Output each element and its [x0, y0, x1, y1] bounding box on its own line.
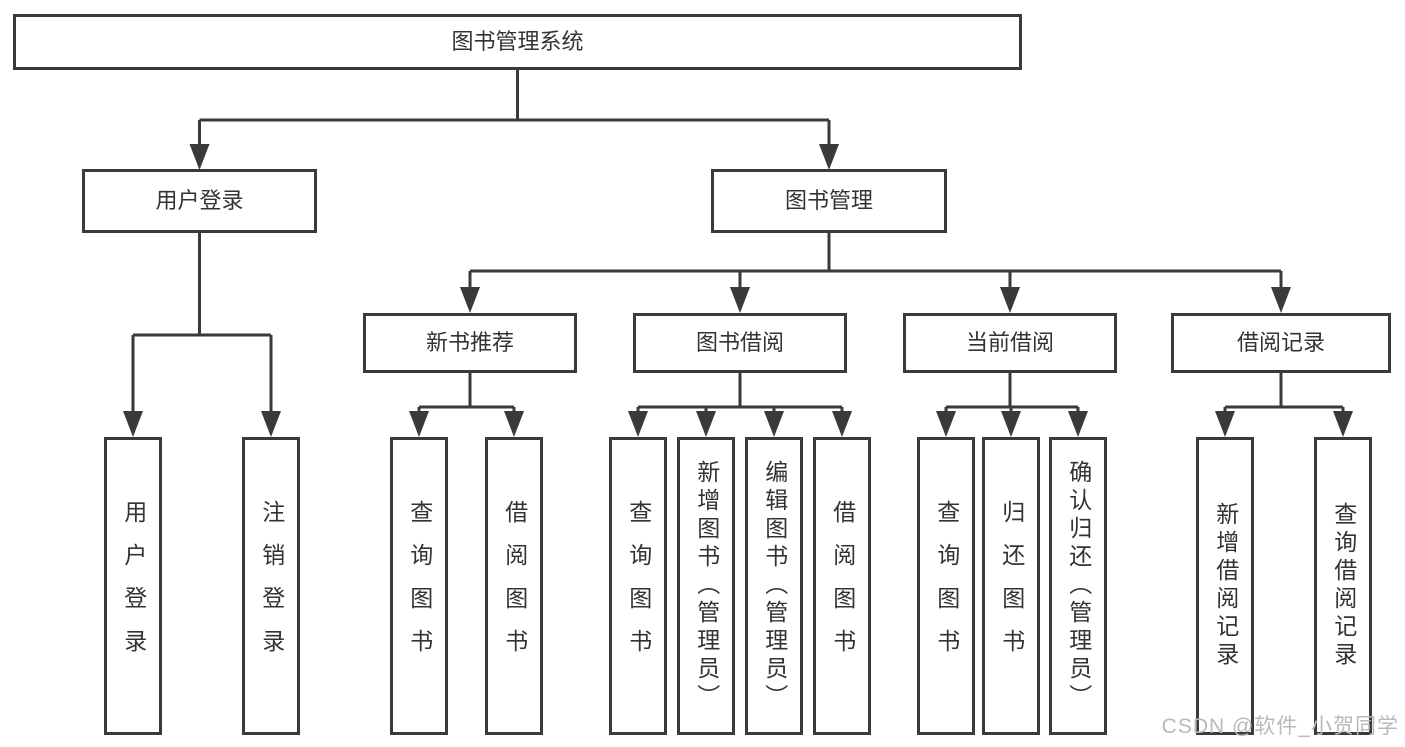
leaf-cb-confirm-return-admin: 确认归还（管理员） — [1049, 437, 1107, 735]
node-user-login: 用户登录 — [82, 169, 317, 233]
node-book-management: 图书管理 — [711, 169, 947, 233]
leaf-bb-add-books-admin: 新增图书（管理员） — [677, 437, 735, 735]
leaf-br-add-record: 新增借阅记录 — [1196, 437, 1254, 735]
leaf-br-query-record: 查询借阅记录 — [1314, 437, 1372, 735]
leaf-nb-query-books: 查询图书 — [390, 437, 448, 735]
node-current-borrow: 当前借阅 — [903, 313, 1117, 373]
node-new-book-recommend: 新书推荐 — [363, 313, 577, 373]
csdn-watermark: CSDN @软件_小贺同学 — [1161, 715, 1399, 738]
arrowheads — [123, 144, 1353, 437]
leaf-logout: 注销登录 — [242, 437, 300, 735]
leaf-user-login: 用户登录 — [104, 437, 162, 735]
node-borrow-records: 借阅记录 — [1171, 313, 1391, 373]
node-book-borrow: 图书借阅 — [633, 313, 847, 373]
leaf-bb-borrow-books: 借阅图书 — [813, 437, 871, 735]
leaf-bb-edit-books-admin: 编辑图书（管理员） — [745, 437, 803, 735]
leaf-bb-query-books: 查询图书 — [609, 437, 667, 735]
leaf-nb-borrow-books: 借阅图书 — [485, 437, 543, 735]
node-library-management-system: 图书管理系统 — [13, 14, 1022, 70]
leaf-cb-return-books: 归还图书 — [982, 437, 1040, 735]
leaf-cb-query-books: 查询图书 — [917, 437, 975, 735]
